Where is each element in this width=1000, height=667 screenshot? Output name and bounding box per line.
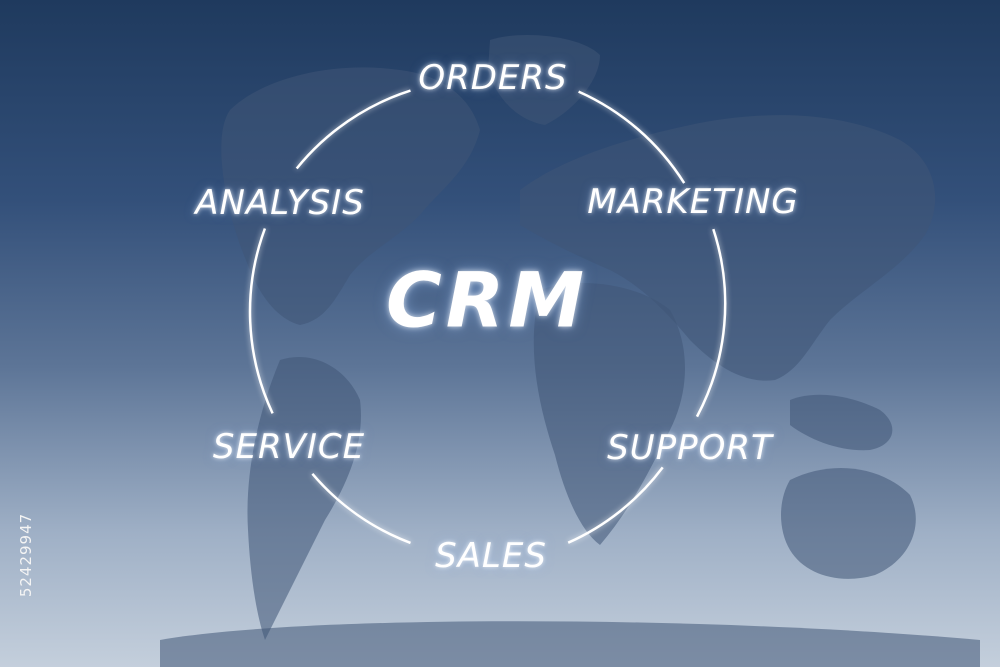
node-orders: ORDERS [418,58,568,98]
arc-analysis-orders [295,89,411,170]
africa-shape [533,282,685,545]
crm-center-label: CRM [386,255,588,345]
southeast-asia-shape [790,394,893,451]
arc-orders-marketing [578,90,686,184]
arc-sales-service [311,472,411,545]
node-marketing: MARKETING [587,182,799,222]
antarctica-shape [160,621,980,667]
greenland-shape [488,35,600,125]
node-support: SUPPORT [607,428,773,468]
arc-service-analysis [248,228,274,414]
north-america-shape [221,67,481,326]
node-analysis: ANALYSIS [195,183,365,223]
cycle-ring [248,89,727,545]
arc-support-sales [567,466,664,544]
node-sales: SALES [435,536,547,576]
stock-id-watermark: 52429947 [17,512,35,598]
eurasia-shape [520,115,936,381]
australia-shape [781,468,916,579]
node-service: SERVICE [212,427,366,467]
south-america-shape [247,356,361,640]
arc-marketing-support [695,228,727,418]
